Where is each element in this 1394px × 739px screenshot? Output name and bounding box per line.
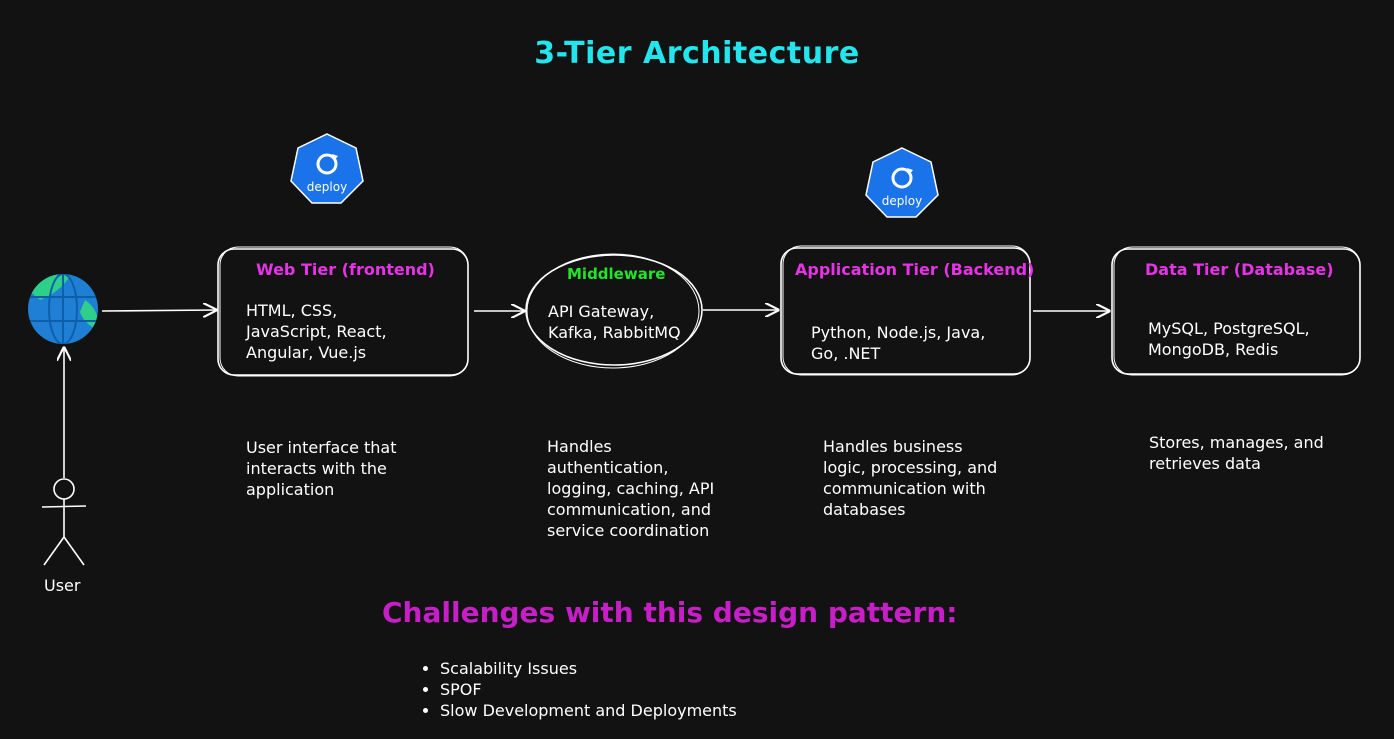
web-tier-title: Web Tier (frontend) (256, 260, 435, 279)
arrow-globe-to-web (101, 310, 216, 311)
tier-box-web (217, 246, 469, 377)
list-item: Scalability Issues (440, 658, 737, 679)
deploy-label: deploy (882, 194, 922, 208)
middleware-title: Middleware (567, 265, 666, 283)
deploy-icon: deploy (865, 147, 939, 218)
web-tier-tech: HTML, CSS, JavaScript, React, Angular, V… (246, 301, 387, 362)
middleware-tech: API Gateway, Kafka, RabbitMQ (548, 302, 681, 342)
connector-arrows (64, 310, 1109, 478)
challenges-list: Scalability Issues SPOF Slow Development… (418, 658, 737, 721)
tier-box-application (780, 245, 1031, 376)
page-title: 3-Tier Architecture (534, 36, 860, 71)
application-tier-title: Application Tier (Backend) (795, 260, 1035, 279)
application-tier-tech: Python, Node.js, Java, Go, .NET (811, 323, 986, 363)
tier-box-data (1111, 246, 1361, 376)
data-tier-tech: MySQL, PostgreSQL, MongoDB, Redis (1148, 319, 1310, 359)
globe-icon (28, 274, 98, 344)
application-tier-description: Handles business logic, processing, and … (823, 437, 998, 519)
user-icon (41, 478, 87, 566)
user-label: User (44, 576, 81, 595)
deploy-icon: deploy (290, 133, 364, 204)
deploy-label: deploy (307, 180, 347, 194)
list-item: SPOF (440, 679, 737, 700)
web-tier-description: User interface that interacts with the a… (246, 438, 397, 499)
challenges-heading: Challenges with this design pattern: (382, 596, 958, 629)
list-item: Slow Development and Deployments (440, 700, 737, 721)
middleware-description: Handles authentication, logging, caching… (547, 437, 715, 540)
tier-ellipse-middleware (525, 253, 703, 369)
data-tier-title: Data Tier (Database) (1145, 260, 1334, 279)
data-tier-description: Stores, manages, and retrieves data (1149, 433, 1324, 473)
